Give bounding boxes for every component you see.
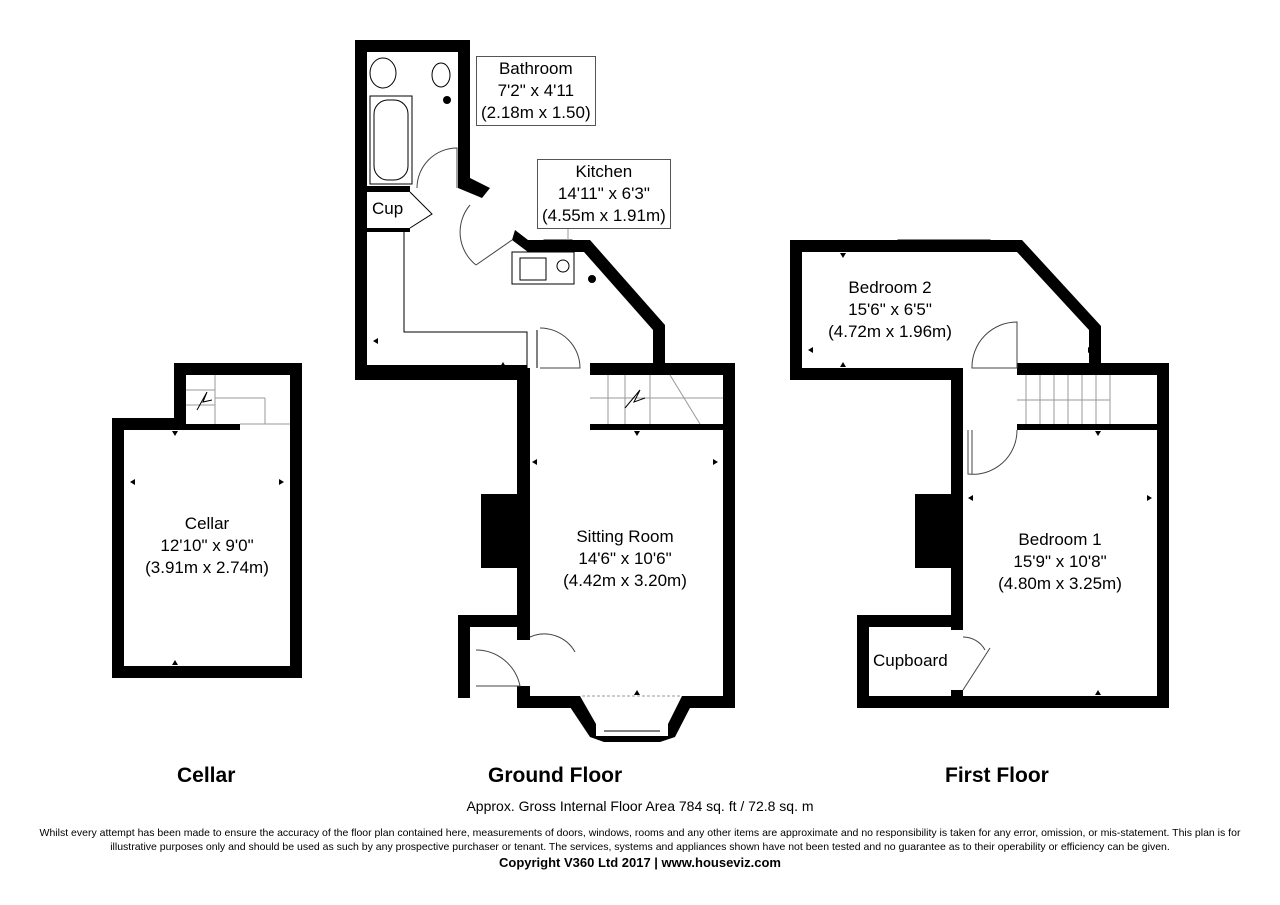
cellar-label: Cellar 12'10" x 9'0" (3.91m x 2.74m) <box>124 513 290 579</box>
bedroom1-metric: (4.80m x 3.25m) <box>998 574 1122 593</box>
sitting-room-metric: (4.42m x 3.20m) <box>563 571 687 590</box>
bathroom-name: Bathroom <box>498 59 573 78</box>
disclaimer-text: Whilst every attempt has been made to en… <box>39 827 1241 853</box>
cellar-metric: (3.91m x 2.74m) <box>145 558 269 577</box>
kitchen-name: Kitchen <box>575 162 633 181</box>
bedroom1-name: Bedroom 1 <box>1018 530 1102 549</box>
ground-floor-doors <box>416 147 581 687</box>
bedroom2-name: Bedroom 2 <box>848 278 932 297</box>
copyright-text: Copyright V360 Ltd 2017 | www.houseviz.c… <box>498 855 781 870</box>
bedroom1-imperial: 15'9" x 10'8" <box>1013 552 1107 571</box>
ground-floor-stairs <box>590 374 723 425</box>
bathroom-fittings <box>369 41 451 185</box>
kitchen-label: Kitchen 14'11" x 6'3" (4.55m x 1.91m) <box>537 159 671 229</box>
kitchen-imperial: 14'11" x 6'3" <box>557 184 650 203</box>
bay-window <box>568 696 692 742</box>
cellar-plan <box>112 363 302 678</box>
ground-floor-title: Ground Floor <box>488 764 623 787</box>
first-floor-doors <box>967 321 1018 475</box>
ground-measure-markers <box>373 338 718 695</box>
first-chimney-breast <box>915 494 955 568</box>
chimney-breast <box>481 494 521 568</box>
bathroom-label: Bathroom 7'2" x 4'11 (2.18m x 1.50) <box>476 56 596 126</box>
kitchen-wall <box>512 230 665 368</box>
first-measure-markers <box>808 253 1152 695</box>
cup-label: Cup <box>372 199 404 218</box>
cellar-stair-wall <box>186 424 240 430</box>
kitchen-metric: (4.55m x 1.91m) <box>542 206 666 225</box>
first-floor-title: First Floor <box>945 764 1049 787</box>
bathroom-imperial: 7'2" x 4'11 <box>497 81 575 100</box>
sitting-room-label: Sitting Room 14'6" x 10'6" (4.42m x 3.20… <box>530 526 720 592</box>
first-floor-plan <box>790 239 1169 708</box>
cellar-stairs <box>186 375 290 425</box>
bedroom1-label: Bedroom 1 15'9" x 10'8" (4.80m x 3.25m) <box>970 529 1150 595</box>
cellar-measure-markers <box>130 431 284 665</box>
bathroom-metric: (2.18m x 1.50) <box>481 103 591 122</box>
cellar-imperial: 12'10" x 9'0" <box>160 536 254 555</box>
ground-floor-plan <box>355 40 735 742</box>
bedroom2-label: Bedroom 2 15'6" x 6'5" (4.72m x 1.96m) <box>810 277 970 343</box>
kitchen-fittings <box>511 239 596 285</box>
cellar-name: Cellar <box>184 514 230 533</box>
cupboard-label: Cupboard <box>873 651 948 670</box>
bedroom2-imperial: 15'6" x 6'5" <box>848 300 932 319</box>
bedroom2-metric: (4.72m x 1.96m) <box>828 322 952 341</box>
sitting-room-imperial: 14'6" x 10'6" <box>578 549 672 568</box>
cellar-floor-title: Cellar <box>177 764 236 787</box>
first-floor-stairs <box>1017 375 1111 424</box>
sitting-room-name: Sitting Room <box>576 527 674 546</box>
floor-area-note: Approx. Gross Internal Floor Area 784 sq… <box>466 798 814 814</box>
